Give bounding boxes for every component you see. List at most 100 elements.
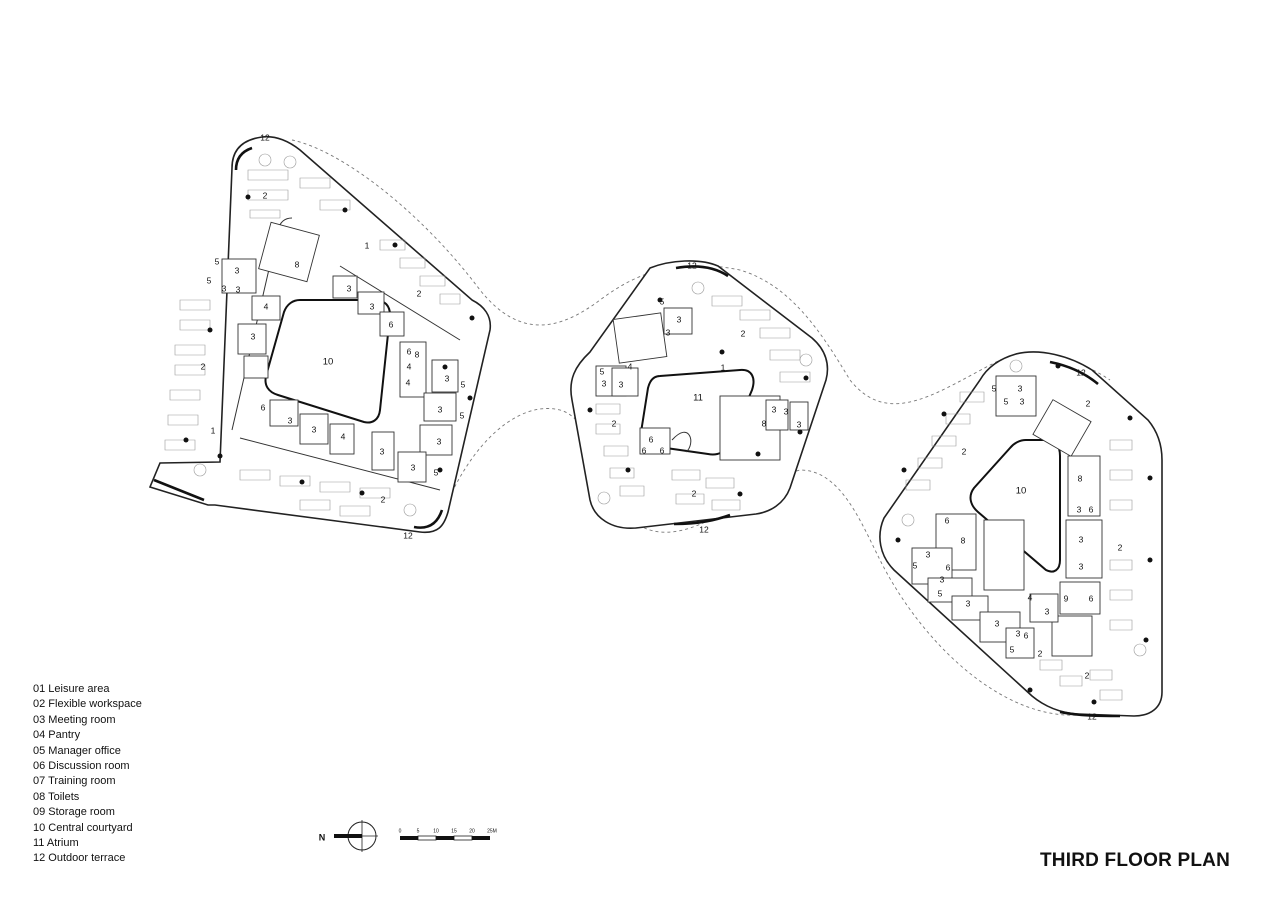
west-manager-label-1: 5 [215, 256, 220, 266]
west-workspace-label-3: 2 [201, 361, 206, 371]
legend-item: 09 Storage room [33, 806, 115, 819]
east-meeting-label-7: 3 [940, 574, 945, 584]
west-meeting-label-12: 3 [312, 424, 317, 434]
east-meeting-label-10: 3 [1045, 606, 1050, 616]
west-meeting-label-6: 3 [251, 331, 256, 341]
east-meeting-label-6: 3 [926, 549, 931, 559]
scale-tick-0: 0 [399, 828, 402, 834]
west-leisure-label-2: 1 [211, 425, 216, 435]
east-discussion-label-5: 6 [1089, 593, 1094, 603]
east-workstations [901, 359, 1147, 701]
legend-item: 01 Leisure area [33, 683, 110, 695]
scale-bar-icon: 0 5 10 15 20 25M [399, 828, 497, 841]
middle-meeting-label-5: 3 [772, 404, 777, 414]
west-discussion-label-1: 6 [389, 319, 394, 329]
west-workspace-label-1: 2 [263, 190, 268, 200]
east-meeting-label-3: 3 [1077, 504, 1082, 514]
west-pantry-label-4: 4 [406, 377, 411, 387]
scale-tick-25: 25M [487, 828, 497, 834]
east-manager-label-2: 5 [1004, 396, 1009, 406]
east-discussion-label-2: 6 [946, 562, 951, 572]
west-terrace-label-south: 12 [403, 530, 413, 540]
legend-item: 02 Flexible workspace [33, 698, 142, 711]
west-discussion-label-3: 6 [407, 346, 412, 356]
west-pantry-label-1: 4 [264, 301, 269, 311]
middle-discussion-label-1: 6 [649, 434, 654, 444]
east-manager-label-5: 5 [1010, 644, 1015, 654]
east-terrace-label-south: 12 [1087, 711, 1097, 721]
east-meeting-label-2: 3 [1020, 396, 1025, 406]
west-workspace-label-4: 2 [381, 494, 386, 504]
middle-manager-label-1: 5 [660, 296, 665, 306]
east-courtyard-label: 10 [1016, 486, 1027, 497]
east-workspace-label-3: 2 [1118, 542, 1123, 552]
room-legend: 01 Leisure area 02 Flexible workspace 03… [33, 682, 142, 867]
middle-discussion-label-3: 6 [642, 445, 647, 455]
west-meeting-label-3: 3 [236, 284, 241, 294]
west-toilet-label-2: 8 [415, 349, 420, 359]
middle-workstations [595, 281, 813, 511]
east-building: 10 12 12 2 2 2 2 2 3 3 3 3 3 3 3 3 3 3 3… [879, 351, 1163, 721]
legend-item: 04 Pantry [33, 729, 81, 742]
west-meeting-label-1: 3 [235, 265, 240, 275]
west-meeting-label-8: 3 [438, 404, 443, 414]
west-toilet-label-1: 8 [295, 259, 300, 269]
legend-item: 12 Outdoor terrace [33, 852, 126, 865]
east-pantry-label: 4 [1028, 592, 1033, 602]
drawing-title: THIRD FLOOR PLAN [1040, 850, 1231, 871]
west-discussion-label-2: 6 [261, 402, 266, 412]
middle-manager-label-2: 5 [600, 366, 605, 376]
east-manager-label-4: 5 [938, 588, 943, 598]
middle-meeting-label-6: 3 [784, 406, 789, 416]
east-meeting-label-8: 3 [966, 598, 971, 608]
west-workspace-label-2: 2 [417, 288, 422, 298]
east-terrace-label-north: 12 [1076, 367, 1086, 377]
west-leisure-label-1: 1 [365, 240, 370, 250]
east-workspace-label-5: 2 [1038, 648, 1043, 658]
west-manager-label-3: 5 [461, 379, 466, 389]
west-meeting-label-13: 3 [288, 415, 293, 425]
middle-meeting-label-3: 3 [602, 378, 607, 388]
middle-workspace-label-3: 2 [692, 488, 697, 498]
west-manager-label-2: 5 [207, 275, 212, 285]
east-meeting-label-4: 3 [1079, 534, 1084, 544]
east-meeting-label-11: 3 [1016, 628, 1021, 638]
middle-pantry-label: 4 [628, 361, 633, 371]
north-arrow-icon: N [319, 820, 378, 852]
middle-workspace-label-2: 2 [612, 418, 617, 428]
east-discussion-label-4: 6 [1024, 630, 1029, 640]
middle-meeting-label-4: 3 [619, 379, 624, 389]
west-meeting-label-9: 3 [437, 436, 442, 446]
east-meeting-label-1: 3 [1018, 383, 1023, 393]
middle-building: 11 12 12 1 2 2 2 3 3 3 3 3 3 3 4 5 5 6 6… [570, 260, 829, 534]
legend-item: 06 Discussion room [33, 760, 130, 773]
east-manager-label-3: 5 [913, 560, 918, 570]
west-terrace-label-north: 12 [260, 132, 270, 142]
legend-item: 10 Central courtyard [33, 821, 133, 834]
middle-discussion-label-2: 6 [660, 445, 665, 455]
legend-item: 08 Toilets [33, 790, 80, 803]
east-toilet-label-2: 8 [1078, 473, 1083, 483]
scale-tick-10: 10 [433, 828, 439, 834]
middle-meeting-label-7: 3 [797, 419, 802, 429]
site-boundary-north [291, 139, 1111, 405]
west-central-courtyard [264, 299, 392, 424]
middle-terrace-label-south: 12 [699, 524, 709, 534]
scale-tick-15: 15 [451, 828, 457, 834]
east-workspace-label-1: 2 [1086, 398, 1091, 408]
legend-item: 11 Atrium [33, 837, 79, 850]
west-meeting-label-2: 3 [222, 283, 227, 293]
west-courtyard-label: 10 [323, 357, 334, 368]
east-meeting-label-9: 3 [995, 618, 1000, 628]
scale-tick-5: 5 [417, 828, 420, 834]
middle-toilet-label: 8 [762, 418, 767, 428]
east-discussion-label-1: 6 [945, 515, 950, 525]
west-meeting-label-11: 3 [380, 446, 385, 456]
north-arrow-letter: N [319, 832, 326, 842]
west-pantry-label-2: 4 [341, 431, 346, 441]
east-storage-label: 9 [1064, 593, 1069, 603]
west-workstations [164, 153, 461, 517]
scale-tick-20: 20 [469, 828, 475, 834]
legend-item: 03 Meeting room [33, 713, 116, 726]
